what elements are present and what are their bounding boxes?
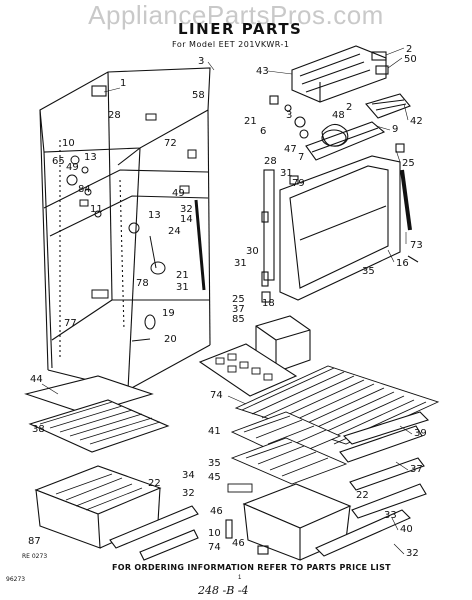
callout-44: 45	[208, 472, 221, 483]
ice-bin-and-tray	[198, 315, 311, 397]
callout-85: 85	[232, 314, 245, 325]
model-subtitle: For Model EET 201VKWR-1	[172, 40, 290, 49]
callout-27b: 31	[234, 258, 247, 269]
callout-20: 22	[148, 478, 161, 489]
callout-19: 21	[176, 270, 189, 281]
crisper-drawer-left	[24, 375, 199, 561]
callout-42: 42	[410, 116, 423, 127]
callout-7: 7	[298, 152, 304, 163]
callout-12: 16	[396, 258, 409, 269]
callout-34: 35	[208, 458, 221, 469]
callout-84: 84	[78, 184, 91, 195]
callout-38: 39	[414, 428, 427, 439]
callout-23: 25	[402, 158, 415, 169]
callout-9: 9	[392, 124, 398, 135]
callout-13b: 13	[148, 210, 161, 221]
callout-24: 28	[264, 156, 277, 167]
callout-79: 79	[292, 178, 305, 189]
callout-10: 10	[62, 138, 75, 149]
callout-43: 44	[30, 374, 43, 385]
callout-29: 32	[180, 204, 193, 215]
callout-17: 19	[162, 308, 175, 319]
air-duct-housing	[261, 45, 419, 303]
callout-labels: 2 50 3 43 1 58 2 48 42 21 28 3 6 9 72 10…	[28, 44, 427, 559]
callout-78: 77	[64, 318, 77, 329]
callout-16: 18	[262, 298, 275, 309]
callout-2: 2	[406, 44, 412, 55]
callout-25: 28	[108, 110, 121, 121]
callout-74: 74	[210, 390, 223, 401]
callout-40: 41	[208, 426, 221, 437]
callout-49b: 49	[172, 188, 185, 199]
callout-58: 58	[192, 90, 205, 101]
glass-shelves	[227, 411, 348, 493]
diagram-title: LINER PARTS	[178, 20, 303, 38]
page-number: 1	[238, 575, 242, 581]
handwritten-note: 248 -B -4	[198, 584, 249, 597]
callout-21: 24	[168, 226, 181, 237]
callout-73: 74	[208, 542, 221, 553]
watermark: AppliancePartsPros.com	[88, 0, 384, 30]
callout-32: 34	[182, 470, 195, 481]
callout-26: 30	[246, 246, 259, 257]
callout-30b: 32	[406, 548, 419, 559]
callout-28: 31	[176, 282, 189, 293]
callout-46: 46	[232, 538, 245, 549]
callout-65: 72	[164, 138, 177, 149]
callout-62: 65	[52, 156, 65, 167]
callout-87: 87	[28, 536, 41, 547]
callout-72: 73	[410, 240, 423, 251]
callout-30: 32	[182, 488, 195, 499]
callout-45: 46	[210, 506, 223, 517]
callout-11: 11	[90, 204, 103, 215]
ordering-info-note: FOR ORDERING INFORMATION REFER TO PARTS …	[112, 563, 391, 572]
callout-49: 49	[66, 162, 79, 173]
callout-27: 31	[280, 168, 293, 179]
callout-48: 48	[332, 110, 345, 121]
callout-37: 38	[32, 424, 45, 435]
callout-47: 47	[284, 144, 297, 155]
page-code: 96273	[6, 576, 26, 583]
callout-22: 25	[232, 294, 245, 305]
callout-15: 21	[244, 116, 257, 127]
callout-50: 50	[404, 54, 417, 65]
callout-10b: 10	[208, 528, 221, 539]
trim-strips	[339, 411, 430, 519]
callout-1: 1	[120, 78, 126, 89]
callout-20b: 22	[356, 490, 369, 501]
callout-77: 78	[136, 278, 149, 289]
callout-18: 20	[164, 334, 177, 345]
callout-31: 33	[384, 510, 397, 521]
figure-code: RE 0273	[22, 553, 48, 560]
callout-5: 3	[286, 110, 292, 121]
callout-14: 14	[180, 214, 193, 225]
callout-35: 37	[232, 304, 245, 315]
callout-13: 13	[84, 152, 97, 163]
callout-3: 3	[198, 56, 204, 67]
crisper-drawer-right	[225, 483, 411, 561]
callout-41: 43	[256, 66, 269, 77]
callout-36: 37	[410, 464, 423, 475]
callout-39: 40	[400, 524, 413, 535]
cabinet-liner	[39, 67, 211, 391]
callout-6: 6	[260, 126, 266, 137]
callout-33: 35	[362, 266, 375, 277]
callout-2b: 2	[346, 102, 352, 113]
